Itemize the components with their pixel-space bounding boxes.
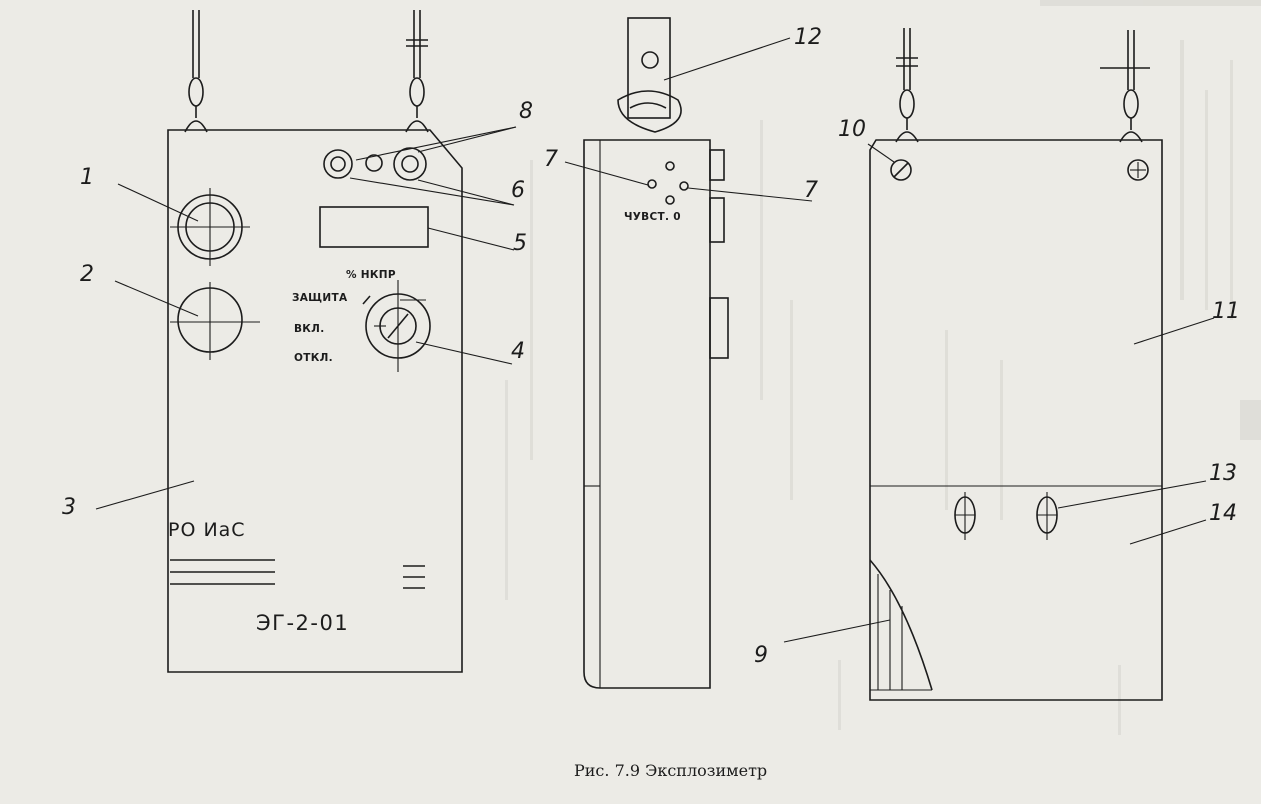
scale-label: % НКПР — [346, 269, 396, 281]
switch-protect-label: ЗАЩИТА — [292, 292, 348, 304]
adjust-label: ЧУВСТ. 0 — [624, 211, 681, 223]
callout-3: 3 — [62, 495, 76, 520]
callout-1: 1 — [80, 165, 94, 190]
callout-7-left: 7 — [544, 147, 558, 172]
front-leaders — [95, 126, 517, 510]
adjust-holes — [647, 161, 689, 205]
back-view: 10 11 13 14 9 — [754, 28, 1240, 701]
sensor-port — [170, 188, 250, 266]
callout-13: 13 — [1209, 461, 1237, 486]
side-knob-middle — [709, 197, 725, 243]
digital-display — [319, 206, 429, 248]
callout-2: 2 — [80, 262, 94, 287]
front-left-hanger — [184, 10, 208, 133]
back-screw-right — [1127, 159, 1149, 181]
switch-off-label: ОТКЛ. — [294, 352, 333, 364]
carry-strap — [617, 17, 682, 133]
mode-switch — [365, 280, 431, 372]
battery-cutaway — [869, 559, 933, 691]
callout-6: 6 — [511, 178, 525, 203]
switch-on-label: ВКЛ. — [294, 323, 325, 335]
sound-emitter — [170, 282, 260, 360]
callout-5: 5 — [513, 231, 527, 256]
front-right-hanger — [405, 10, 429, 133]
callout-12: 11 — [1212, 299, 1240, 324]
callout-7-right: 7 — [804, 178, 818, 203]
figure-caption: Рис. 7.9 Эксплозиметр — [574, 761, 767, 780]
brand-label: РО ИаС — [168, 519, 246, 541]
back-housing — [869, 139, 1163, 701]
callout-9: 12 — [794, 25, 822, 50]
model-label: ЭГ-2-01 — [256, 611, 349, 635]
front-connectors — [323, 147, 427, 181]
front-housing — [167, 129, 463, 673]
callout-8: 8 — [519, 99, 533, 124]
callout-11: 9 — [754, 643, 768, 668]
battery-latch-left — [954, 492, 976, 540]
front-vent-slots — [170, 559, 425, 589]
side-view: ЧУВСТ. 0 12 7 7 — [544, 17, 822, 689]
battery-latch-right — [1036, 492, 1058, 540]
callout-4: 4 — [511, 339, 525, 364]
side-knob-lower — [709, 297, 729, 359]
back-left-hanger — [895, 28, 919, 143]
callout-14: 14 — [1209, 501, 1237, 526]
side-knob-top — [709, 149, 725, 181]
side-housing — [583, 139, 711, 689]
back-screw-left — [890, 159, 912, 181]
back-right-hanger — [1100, 30, 1150, 143]
callout-10: 10 — [838, 117, 866, 142]
bleed-through-texture — [505, 0, 1261, 735]
front-view: % НКПР ЗАЩИТА ВКЛ. ОТКЛ. РО ИаС ЭГ-2-01 — [62, 10, 533, 673]
